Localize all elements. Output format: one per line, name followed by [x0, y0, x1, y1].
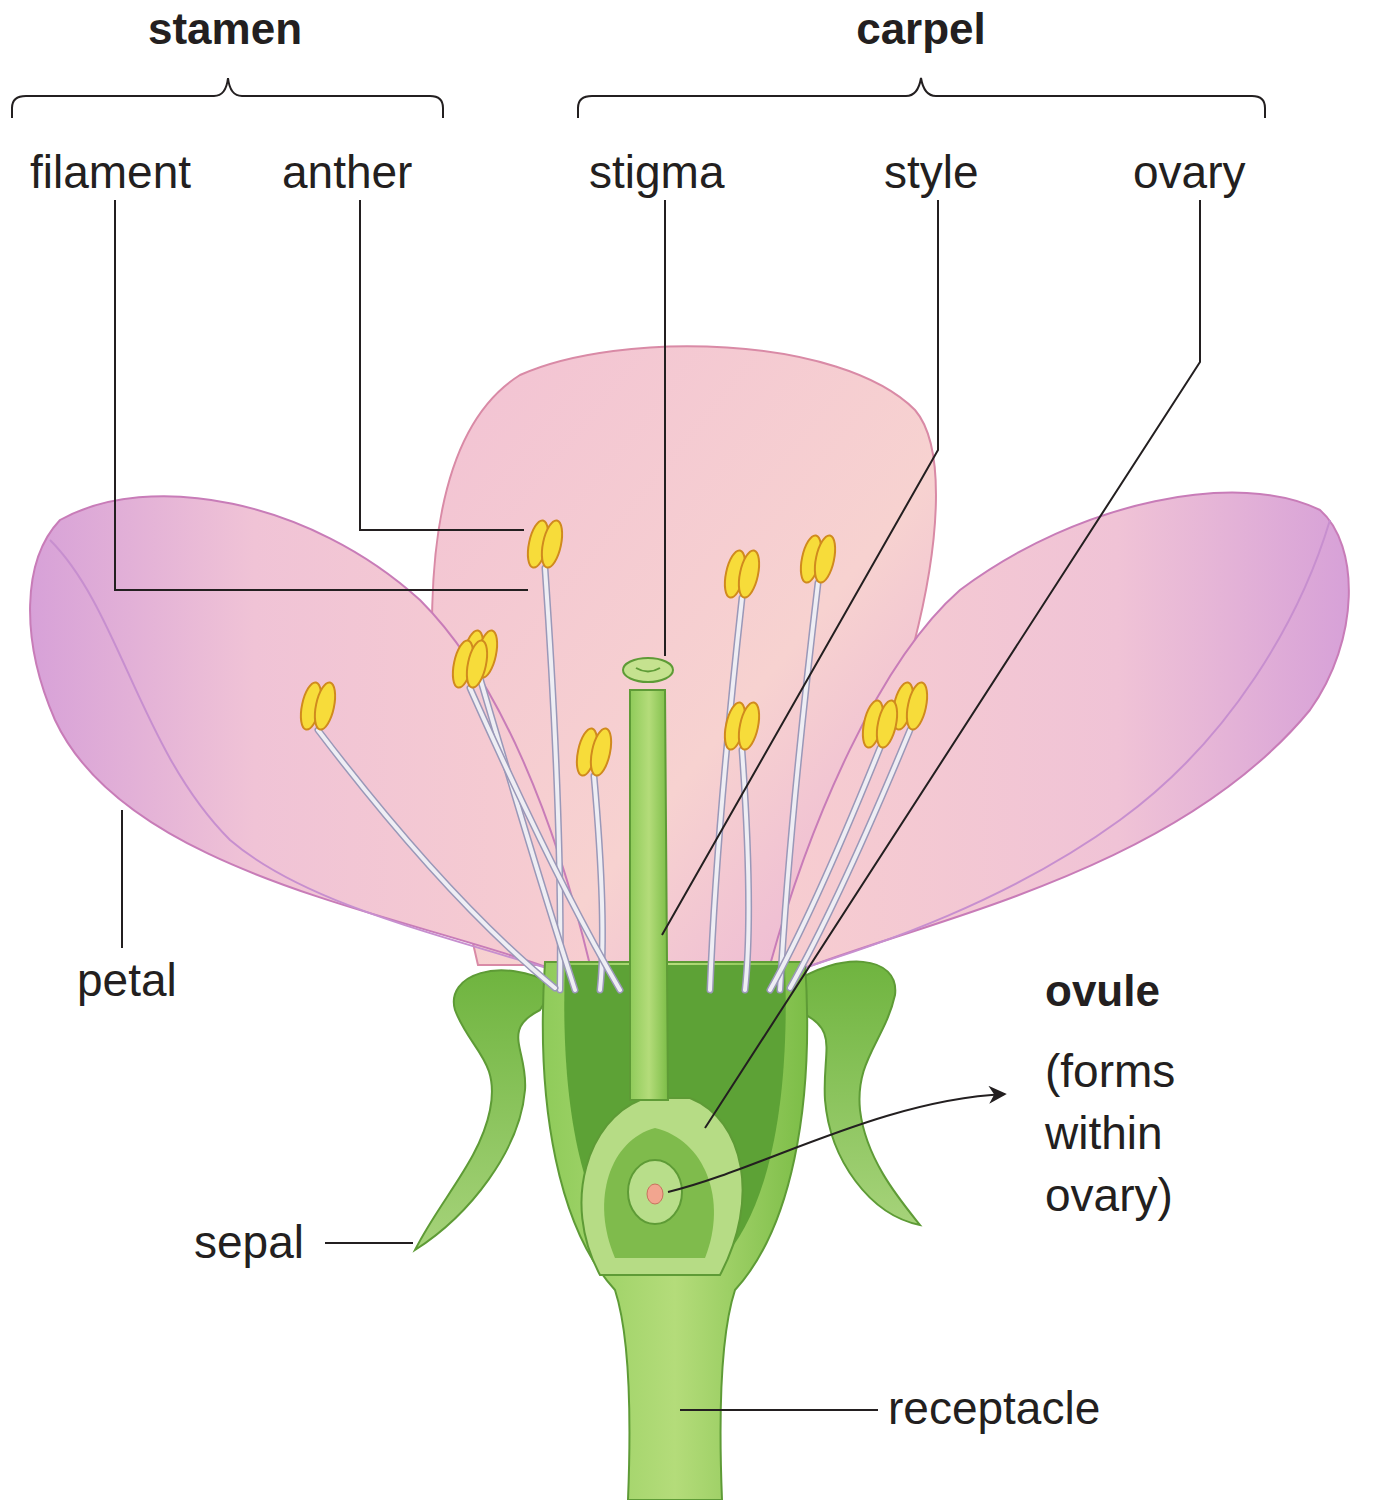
leader-line [115, 200, 528, 590]
part-label: ovary [1133, 146, 1245, 199]
part-label: petal [77, 954, 177, 1007]
part-label: stamen [148, 4, 302, 55]
anther-lobe [463, 639, 491, 690]
part-label: filament [30, 146, 191, 199]
part-label: carpel [856, 4, 986, 55]
leader-line [680, 1409, 878, 1411]
filament-stalk [480, 678, 575, 990]
anther-lobe [538, 519, 566, 570]
part-label: style [884, 146, 979, 199]
leader-line [121, 810, 123, 948]
right-sepal [790, 962, 920, 1225]
stigma-groove [636, 668, 660, 672]
filament-stalk [318, 730, 555, 988]
anther-lobe [873, 699, 901, 750]
leader-line [662, 200, 938, 935]
filament-stalk [480, 678, 575, 990]
receptacle-body [543, 962, 807, 1500]
style-stalk [630, 690, 668, 1100]
anther-lobe [811, 534, 839, 585]
right-petal [770, 493, 1349, 978]
petal-fold [790, 520, 1330, 972]
filament-stalk [790, 730, 910, 988]
part-label: (forms within ovary) [1045, 1040, 1215, 1226]
anther-lobe [311, 681, 339, 732]
filament-stalk [318, 730, 555, 988]
bracket [12, 78, 1265, 118]
ovary-chamber [604, 1128, 714, 1258]
filament-stalk [790, 730, 910, 988]
part-label: anther [282, 146, 412, 199]
ovary-wall [581, 1098, 742, 1275]
ovule-cell [647, 1184, 663, 1204]
filament-stalk [470, 688, 620, 990]
stamen-bracket [12, 78, 443, 118]
filament-stalk [770, 748, 880, 990]
petal-fold [50, 540, 560, 972]
part-label: sepal [194, 1216, 304, 1269]
anther-lobe [903, 681, 931, 732]
filament-stalk [710, 598, 742, 990]
filament-stalk [470, 688, 620, 990]
anther-lobe [587, 727, 615, 778]
left-sepal [415, 970, 555, 1250]
filament-stalk [770, 748, 880, 990]
ovule-body [628, 1160, 682, 1224]
leader-line [360, 200, 524, 530]
anther-lobe [735, 701, 763, 752]
leader-line [664, 200, 666, 656]
filament-stalk [710, 598, 742, 990]
carpel-bracket [578, 78, 1265, 118]
anther-lobe [735, 549, 763, 600]
part-label: receptacle [888, 1382, 1100, 1435]
leader-line [705, 200, 1200, 1128]
part-label: stigma [589, 146, 724, 199]
leader-lines [115, 200, 1200, 1410]
ovule-arrow [668, 1094, 1005, 1192]
leader-line [325, 1242, 413, 1244]
part-label: ovule [1045, 966, 1160, 1017]
stigma-tip [623, 658, 673, 682]
